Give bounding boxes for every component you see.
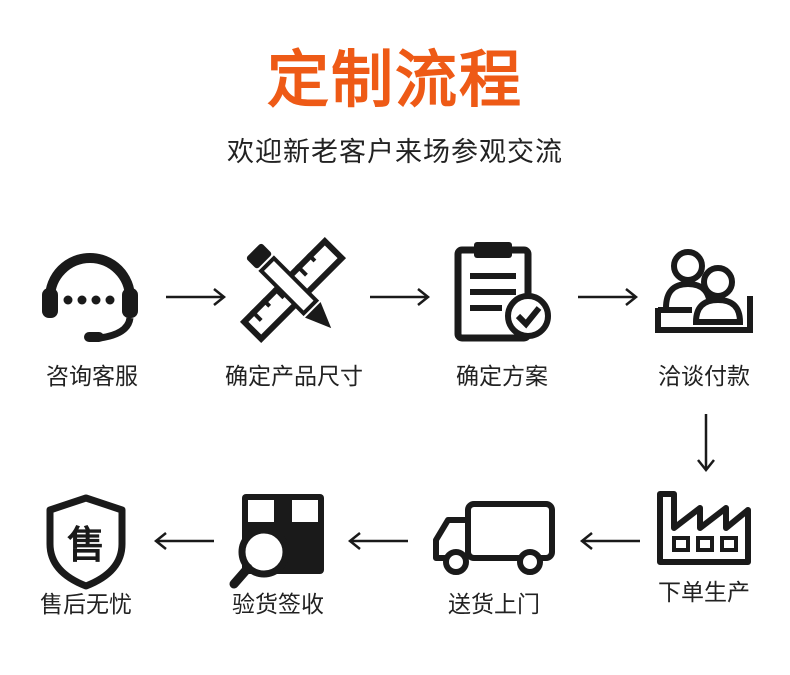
shield-badge-char: 售	[67, 523, 105, 567]
headset-icon	[42, 253, 138, 342]
arrow-left-icon	[153, 532, 214, 550]
step-size	[238, 236, 348, 344]
pencil-ruler-icon	[239, 236, 347, 344]
factory-icon	[657, 491, 751, 565]
arrow-down-icon	[697, 414, 715, 473]
page-title: 定制流程	[266, 43, 523, 116]
step-label-plan: 确定方案	[456, 364, 548, 390]
arrow-right-icon	[370, 288, 431, 306]
step-consult	[36, 240, 146, 350]
step-plan	[452, 242, 552, 342]
step-label-inspection: 验货签收	[232, 592, 324, 618]
arrow-right-icon	[578, 288, 639, 306]
step-label-delivery: 送货上门	[448, 592, 540, 618]
step-payment	[655, 244, 753, 334]
box-magnifier-icon	[229, 494, 324, 589]
truck-icon	[433, 501, 555, 575]
step-inspection	[228, 490, 328, 590]
step-label-payment: 洽谈付款	[658, 364, 750, 390]
arrow-left-icon	[579, 532, 640, 550]
meeting-people-icon	[655, 249, 753, 333]
page-subtitle: 欢迎新老客户来场参观交流	[227, 137, 563, 168]
step-production	[656, 490, 752, 566]
step-label-aftersales: 售后无忧	[40, 592, 132, 618]
step-label-consult: 咨询客服	[46, 364, 138, 390]
step-label-production: 下单生产	[658, 580, 750, 606]
arrow-right-icon	[166, 288, 227, 306]
shield-badge-icon: 售	[46, 494, 126, 590]
step-label-size: 确定产品尺寸	[225, 364, 363, 390]
step-delivery	[432, 500, 556, 576]
arrow-left-icon	[347, 532, 408, 550]
step-aftersales: 售	[46, 494, 126, 590]
clipboard-check-icon	[454, 242, 551, 342]
